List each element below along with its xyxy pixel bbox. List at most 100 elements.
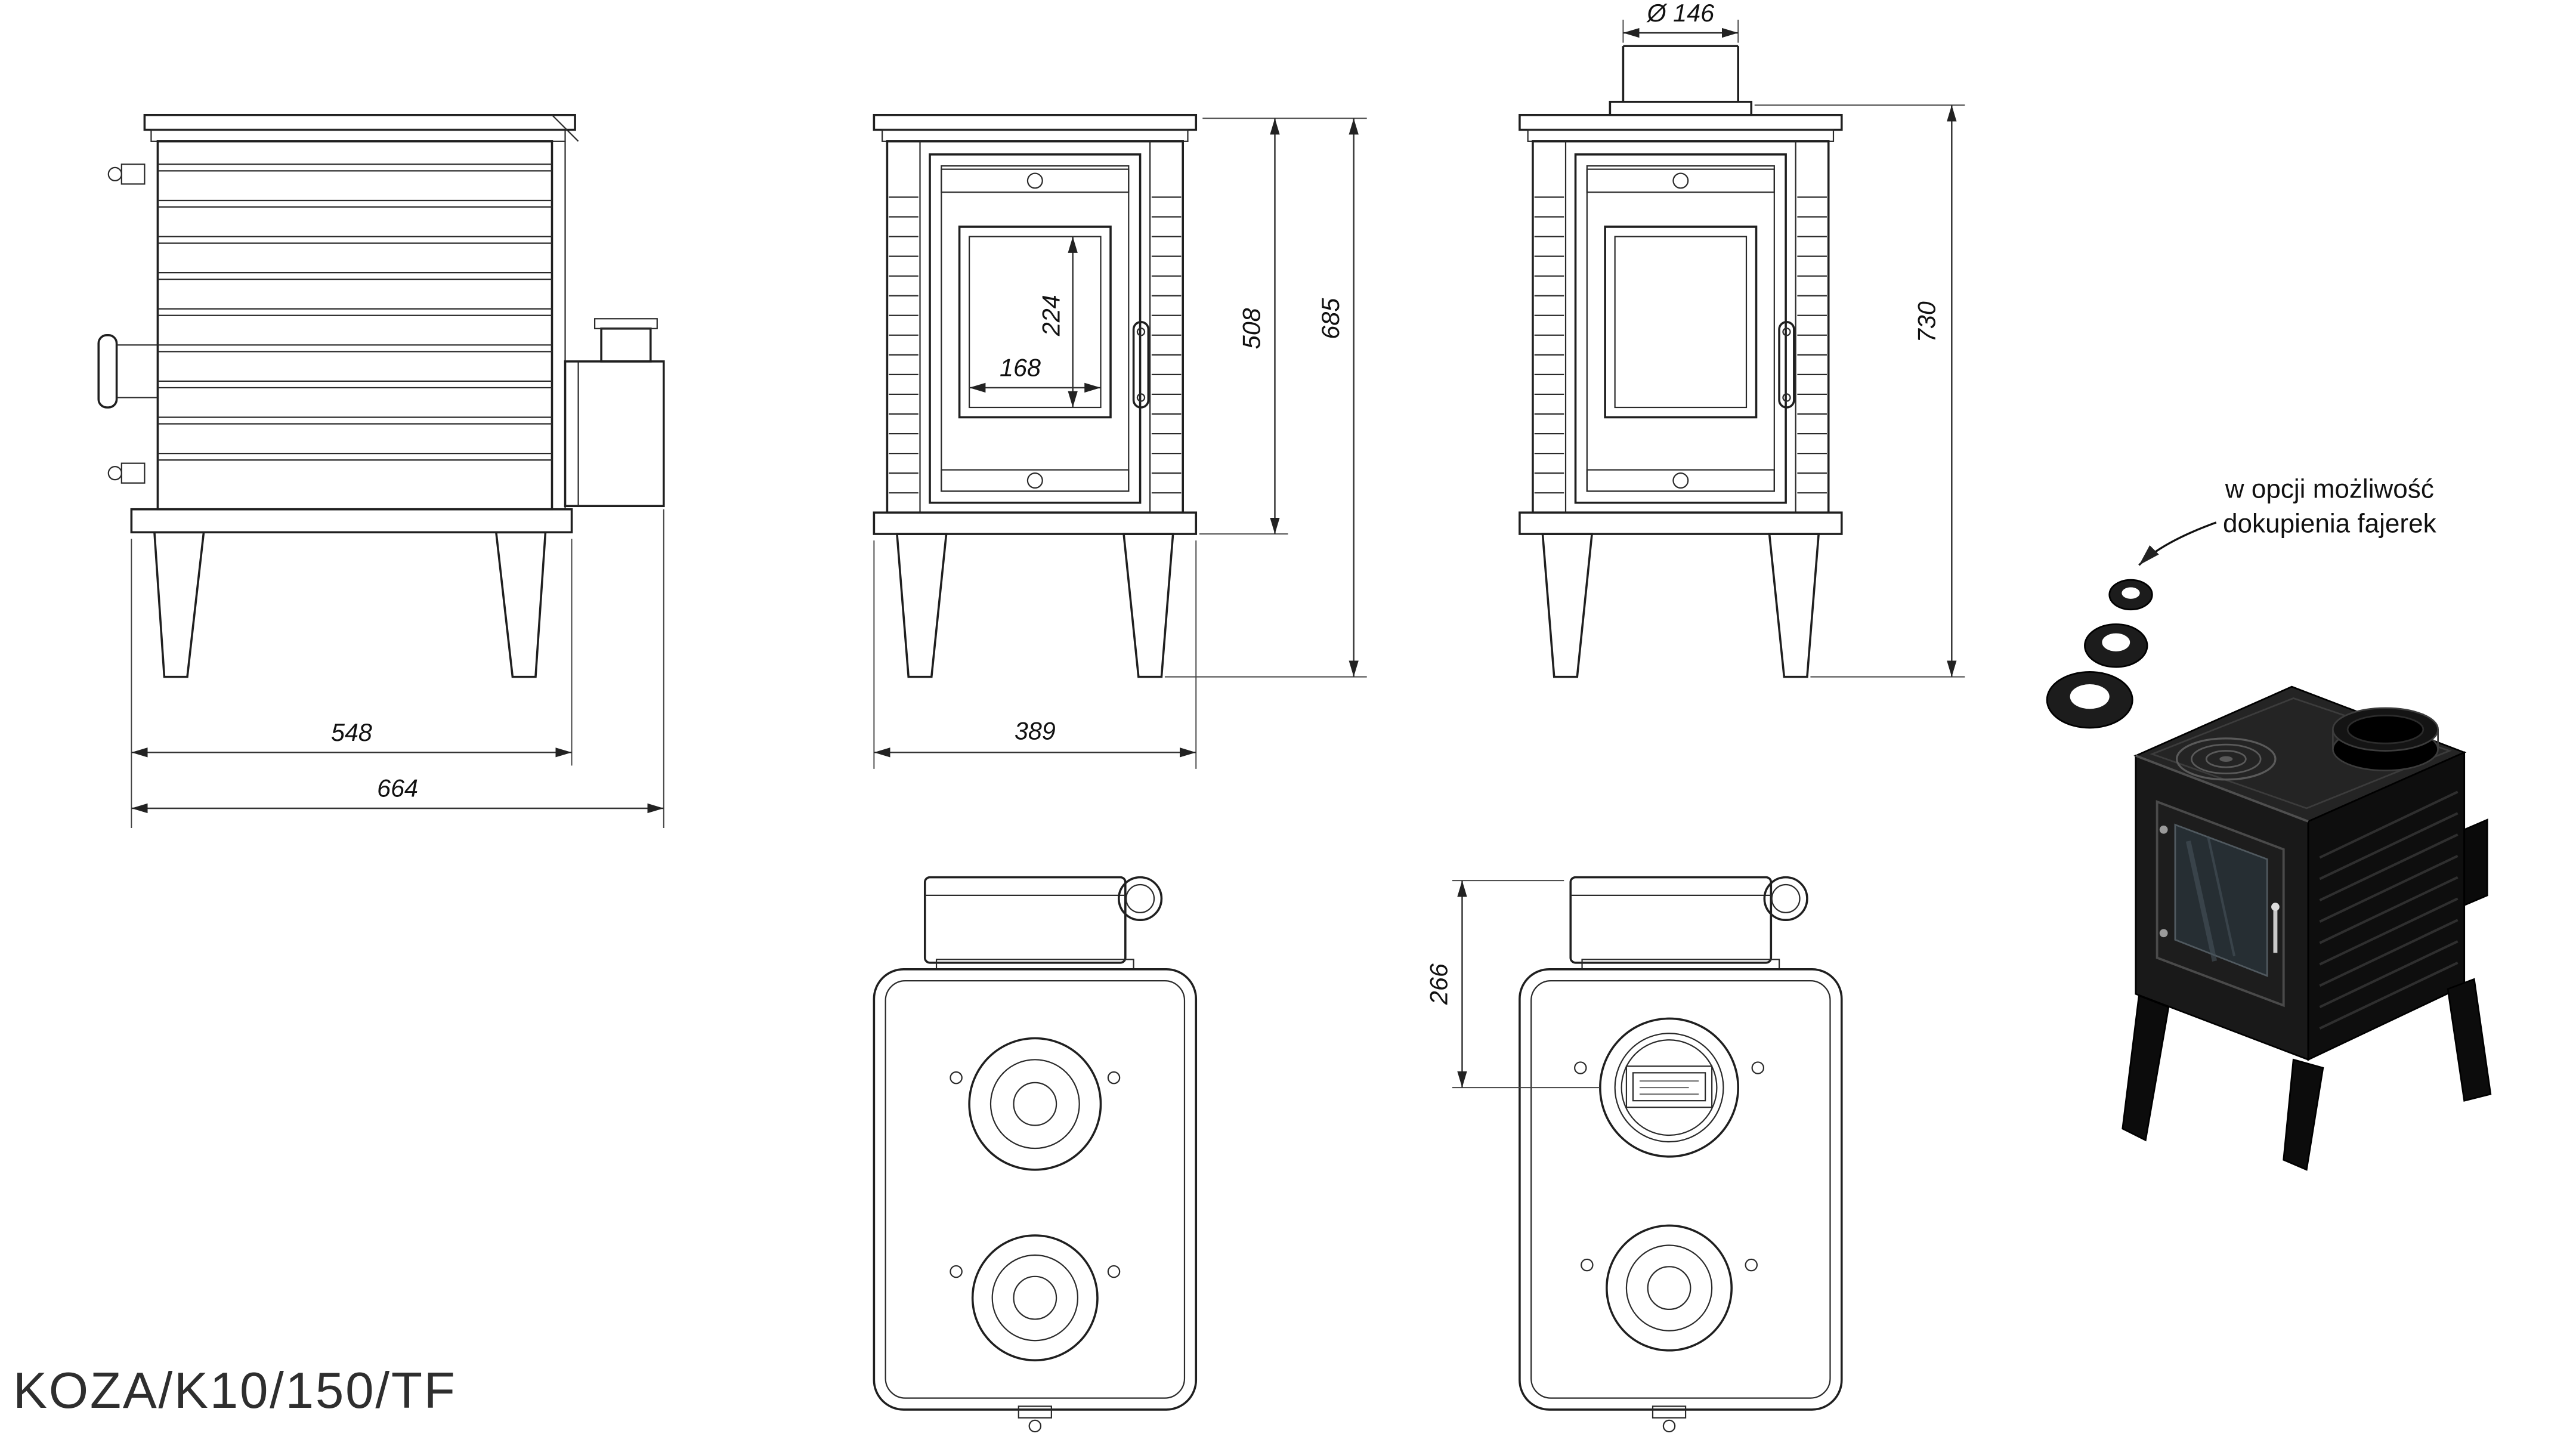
option-note: w opcji możliwość dokupienia fajerek [2138,474,2437,566]
stove-leg-back-right [2447,978,2492,1102]
dim-664-label: 664 [377,775,418,802]
flue-stub [600,328,652,363]
glass-reflection [2185,841,2218,962]
side-rib-lines [157,163,552,461]
screw [1107,1071,1121,1085]
dim-548-label: 548 [331,719,372,746]
screw [1751,1061,1765,1074]
door-handle-rear-view [1778,320,1795,409]
hinge-bottom [120,462,146,484]
flue-housing-end-2 [1763,876,1808,922]
front-body [886,140,1185,514]
rear-view: Ø 146 730 [1519,0,1965,678]
stove-side-ribs [2319,790,2459,1030]
side-back-chamfer [551,114,579,142]
rating-plate [1625,1065,1713,1108]
stove-leg-front-left [2122,994,2170,1142]
front-view: 168 224 508 685 389 [873,113,1367,769]
flue-housing-end-1 [1117,876,1163,922]
optional-cook-rings [2046,579,2153,729]
rear-bottom-vent [1586,469,1775,492]
note-arrow [2138,521,2217,566]
dim-168: 168 [969,354,1101,393]
door-handle-front [1132,320,1150,409]
dim-508-label: 508 [1238,308,1266,349]
top-outline-2 [1519,968,1843,1411]
stove-rear-outlet [2463,818,2488,907]
dim-685-label: 685 [1317,298,1344,339]
screw [950,1071,963,1085]
top-flue-housing-2 [1569,876,1808,970]
front-top-vent [941,168,1130,193]
rear-flue-outlet [564,318,665,508]
option-note-line2: dokupienia fajerek [2223,509,2437,538]
screw [1581,1258,1594,1272]
bottom-tab-1 [1018,1405,1052,1419]
dim-685: 685 [1164,118,1367,678]
stove-top-cook-rings [2176,737,2277,781]
dim-168-label: 168 [1000,354,1041,382]
stove-door [2156,800,2285,1008]
side-top-plate-lip [150,129,566,142]
front-right-leg [1122,533,1174,678]
screw [1574,1061,1587,1074]
front-right-fins [1151,196,1182,494]
dim-389-label: 389 [1015,717,1056,744]
product-code: KOZA/K10/150/TF [13,1363,457,1419]
rear-left-fins [1534,196,1564,494]
door-hinge-lower [2159,929,2168,938]
side-base-plate [130,508,573,534]
cook-ring-small [2108,579,2153,611]
front-top-plate [873,113,1198,131]
rear-top-vent [1586,168,1775,193]
screw [1107,1265,1121,1278]
dim-664: 664 [131,509,664,828]
side-top-plate [143,113,576,131]
dim-146-label: Ø 146 [1646,0,1715,27]
dim-508: 508 [1199,118,1367,535]
dim-224-label: 224 [1038,295,1065,336]
rear-top-plate [1519,113,1843,131]
front-base-plate [873,511,1198,535]
front-top-plate-lip [882,129,1189,142]
rear-right-leg [1768,533,1820,678]
dim-266: 266 [1425,880,1600,1089]
chimney-pipe [1609,45,1753,116]
front-bottom-vent-knob [1026,472,1043,489]
flue-stub-cap [594,318,658,329]
dim-266-label: 266 [1425,963,1453,1005]
door-handle-side [97,334,158,409]
bottom-tab-2 [1652,1405,1687,1419]
front-door-frame [929,153,1142,504]
top-outline-1 [873,968,1198,1411]
cook-ring-large [2046,671,2133,729]
chimney-collar [1609,100,1753,116]
top-flue-housing-1 [923,876,1163,970]
rear-glass-frame [1604,225,1758,419]
side-front-leg [153,531,205,678]
rating-plate-text-lines [1639,1080,1699,1095]
cook-plate-lower [950,1234,1121,1362]
cook-plate-upper [950,1037,1121,1171]
rear-left-leg [1541,533,1594,678]
door-hinge-upper [2159,825,2168,834]
front-bottom-vent [941,469,1130,492]
rear-glass [1614,236,1748,409]
hinge-top-pin [107,166,122,182]
front-left-fins [889,196,919,494]
front-glass [969,236,1102,409]
screw [1745,1258,1758,1272]
top-view-rear: 266 [1425,876,1843,1433]
option-note-line1: w opcji możliwość [2225,474,2434,503]
screw [950,1265,963,1278]
front-top-vent-knob [1026,172,1043,189]
dim-146: Ø 146 [1622,0,1739,43]
stove-leg-front-right [2283,1058,2324,1171]
stove-flue-collar [2331,707,2439,771]
hinge-top [120,163,146,185]
dim-548: 548 [131,539,573,828]
side-view: 548 664 [97,113,665,828]
cook-plate-rear-unit [1581,1224,1758,1352]
stove-3d-render [2122,685,2492,1171]
